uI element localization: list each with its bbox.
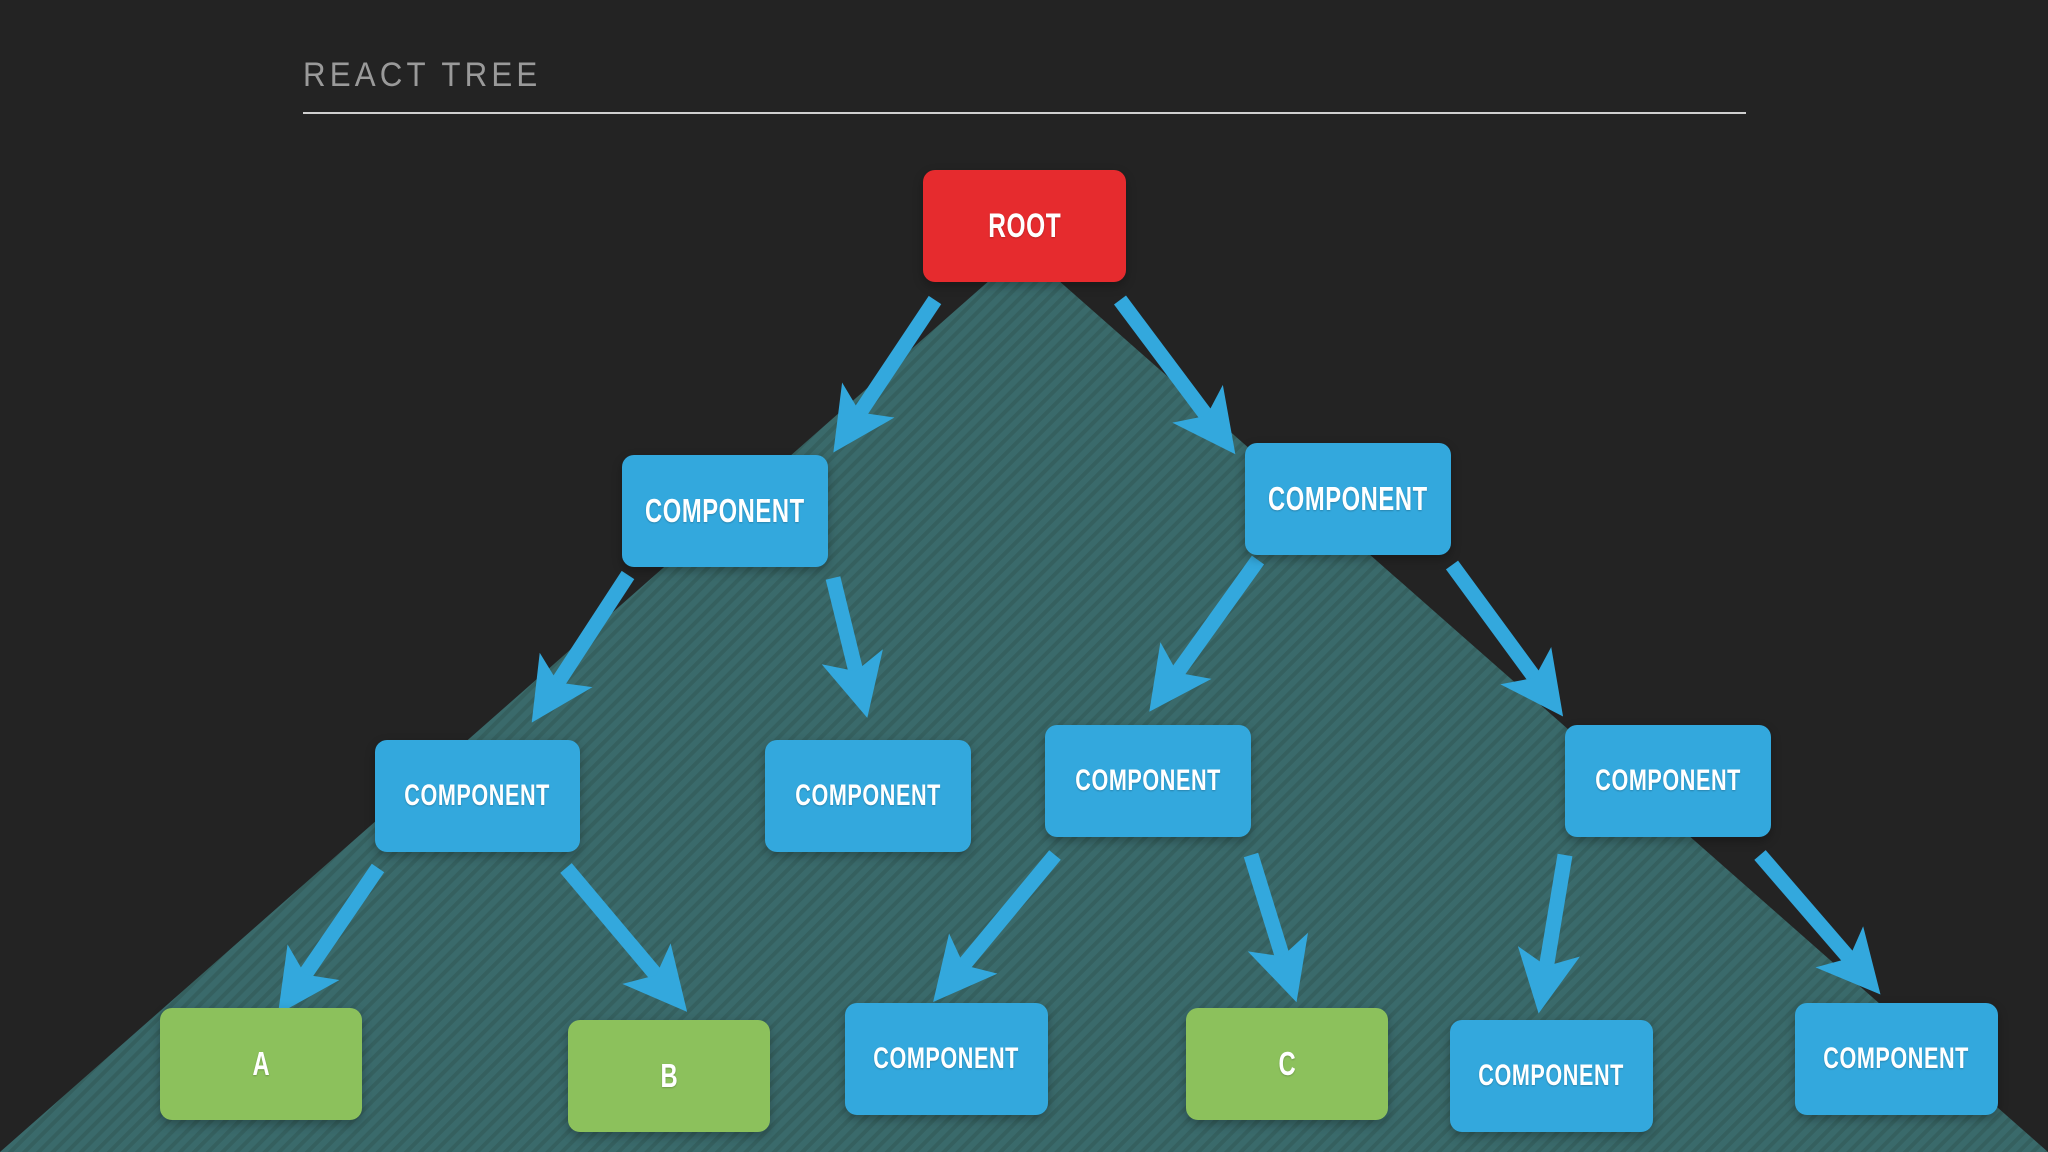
- node-label: COMPONENT: [1075, 764, 1221, 797]
- node-label: B: [660, 1057, 678, 1094]
- node-label: COMPONENT: [873, 1042, 1020, 1075]
- node-component-l3f[interactable]: COMPONENT: [1795, 1003, 1998, 1115]
- edge-l2a-l3a: [277, 863, 385, 1015]
- edge-l1b-l2d: [1445, 560, 1564, 717]
- node-label: ROOT: [987, 206, 1062, 245]
- node-component-l3e[interactable]: COMPONENT: [1450, 1020, 1653, 1132]
- node-label: COMPONENT: [795, 779, 941, 812]
- node-component-l3c[interactable]: COMPONENT: [845, 1003, 1048, 1115]
- node-component-l2a[interactable]: COMPONENT: [375, 740, 580, 852]
- title-underline: [303, 112, 1746, 114]
- node-component-l1a[interactable]: COMPONENT: [622, 455, 828, 567]
- node-label: COMPONENT: [1595, 764, 1741, 797]
- node-leaf-a[interactable]: A: [160, 1008, 362, 1120]
- node-root[interactable]: ROOT: [923, 170, 1126, 282]
- edge-l2d-l3f: [1754, 850, 1881, 995]
- node-label: COMPONENT: [1478, 1059, 1625, 1092]
- edge-root-l1a: [833, 295, 942, 453]
- node-component-l2d[interactable]: COMPONENT: [1565, 725, 1771, 837]
- node-component-l1b[interactable]: COMPONENT: [1245, 443, 1451, 555]
- edge-l2a-l3b: [560, 863, 688, 1012]
- edge-l1a-l2b: [821, 576, 883, 718]
- node-component-l2b[interactable]: COMPONENT: [765, 740, 971, 852]
- edge-l2d-l3e: [1517, 853, 1581, 1014]
- node-component-l2c[interactable]: COMPONENT: [1045, 725, 1251, 837]
- edge-l1b-l2c: [1149, 555, 1265, 712]
- page-title: REACT TREE: [303, 56, 542, 94]
- node-label: COMPONENT: [645, 492, 805, 529]
- node-label: COMPONENT: [1823, 1042, 1970, 1075]
- edge-l1a-l2a: [531, 570, 635, 723]
- edge-root-l1b: [1113, 295, 1236, 455]
- node-leaf-c[interactable]: C: [1186, 1008, 1388, 1120]
- node-leaf-b[interactable]: B: [568, 1020, 770, 1132]
- node-label: A: [252, 1045, 270, 1082]
- node-label: COMPONENT: [1268, 480, 1428, 517]
- node-label: C: [1278, 1045, 1296, 1082]
- edge-l2c-l3d: [1243, 852, 1309, 1003]
- edge-l2b-l3c: [933, 850, 1061, 1003]
- node-label: COMPONENT: [404, 779, 551, 812]
